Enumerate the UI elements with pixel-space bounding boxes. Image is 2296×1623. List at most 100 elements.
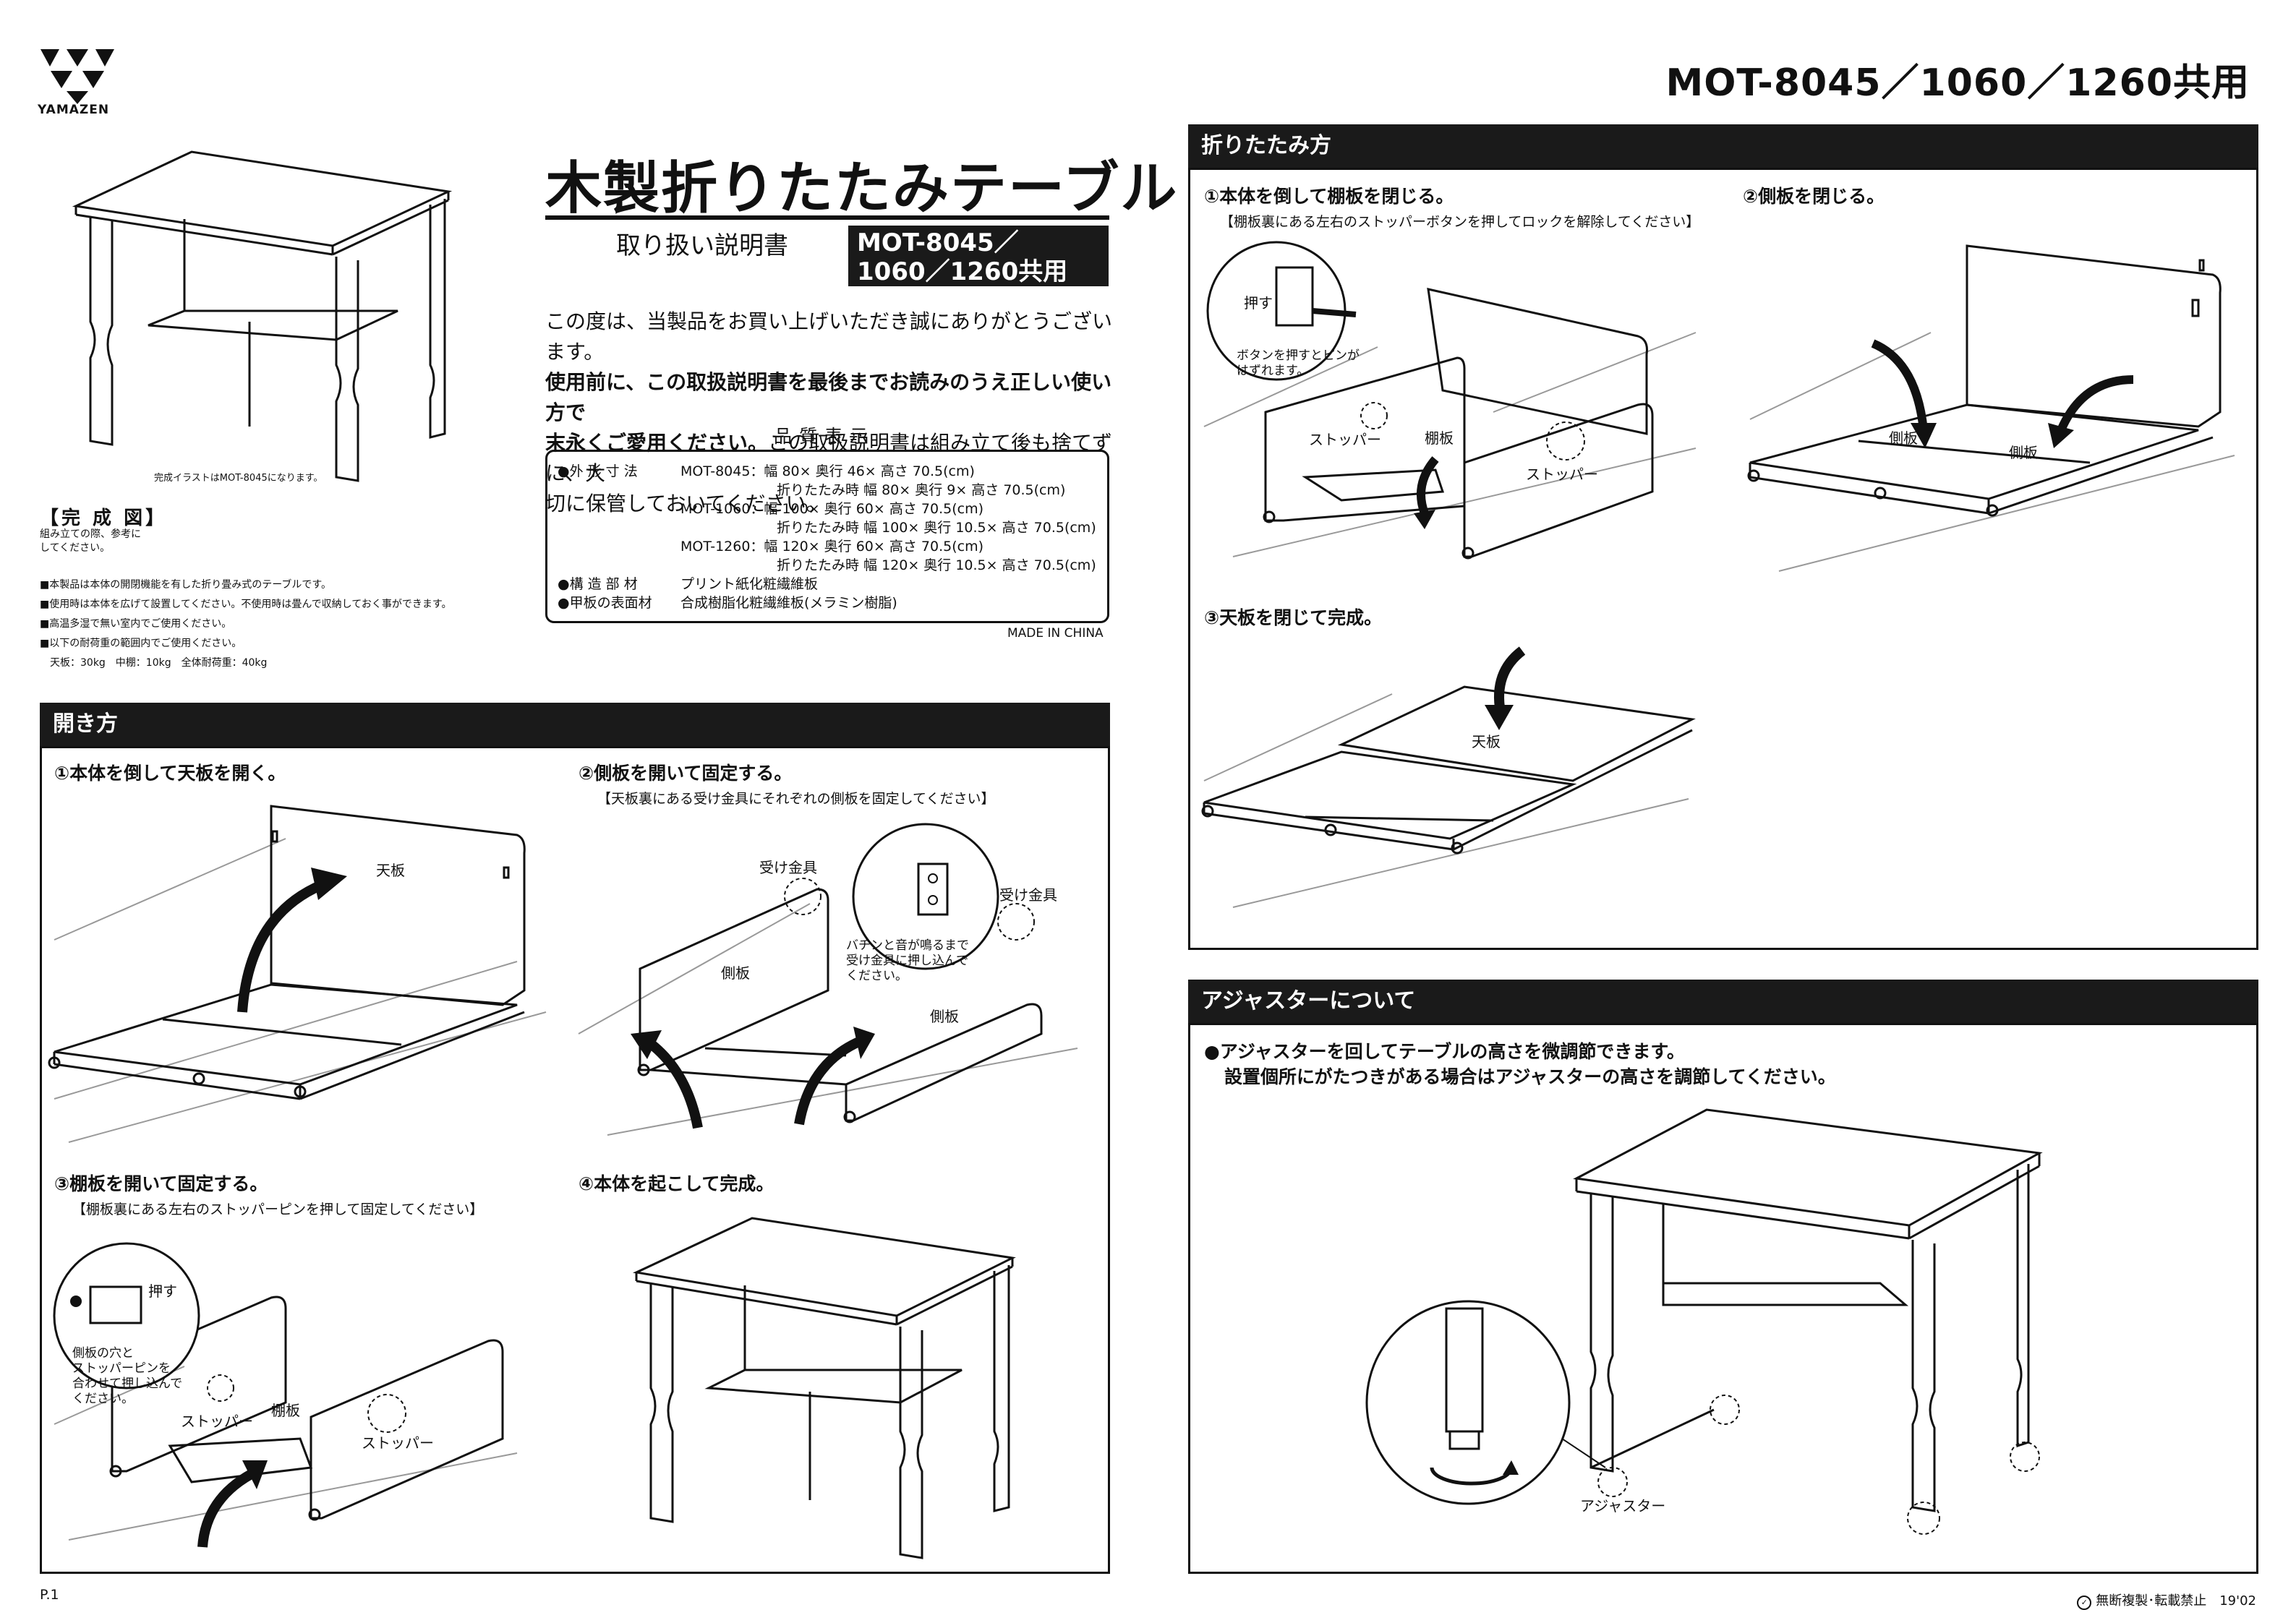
callout-line: 受け金具に押し込んで — [846, 954, 969, 968]
folding-step3-title: ③天板を閉じて完成。 — [1204, 607, 1383, 628]
callout-line: ください。 — [72, 1392, 134, 1406]
quality-value: 折りたたみ時 幅 80× 奥行 9× 高さ 70.5(cm) — [680, 482, 1066, 498]
opening-step4-title: ④本体を起こして完成。 — [579, 1173, 774, 1194]
adjuster-illustration — [1365, 1108, 2043, 1535]
callout-line: ください。 — [846, 969, 908, 983]
quality-row: ●外 形 寸 法 MOT-8045：幅 80× 奥行 46× 高さ 70.5(cm… — [558, 462, 1097, 481]
opening-step2-callout: バチンと音が鳴るまで 受け金具に押し込んで ください。 — [846, 938, 969, 984]
quality-value: 合成樹脂化粧繊維板(メラミン樹脂) — [680, 595, 897, 611]
quality-label: ●構 造 部 材 — [558, 576, 638, 592]
quality-box: ●外 形 寸 法 MOT-8045：幅 80× 奥行 46× 高さ 70.5(cm… — [545, 450, 1109, 623]
quality-label — [558, 518, 680, 537]
label-stopper-left: ストッパー — [181, 1413, 253, 1430]
section-folding-header: 折りたたみ方 — [1188, 124, 2258, 168]
quality-row: ●甲板の表面材 合成樹脂化粧繊維板(メラミン樹脂) — [558, 594, 1097, 612]
opening-step1-title: ①本体を倒して天板を開く。 — [54, 763, 286, 784]
adjuster-line1: ●アジャスターを回してテーブルの高さを微調節できます。 — [1204, 1041, 1685, 1062]
completed-table-illustration — [72, 150, 453, 482]
callout-line: はずれます。 — [1237, 364, 1310, 378]
section-adjuster-frame — [1188, 1023, 2258, 1574]
model-line: 1060／1260共用 — [857, 257, 1068, 286]
quality-row: 折りたたみ時 幅 120× 奥行 10.5× 高さ 70.5(cm) — [558, 556, 1097, 575]
title-rule — [545, 215, 1109, 220]
made-in: MADE IN CHINA — [1007, 626, 1104, 641]
quality-label — [558, 537, 680, 556]
folding-step1-title: ①本体を倒して棚板を閉じる。 — [1204, 186, 1454, 207]
quality-value: 折りたたみ時 幅 120× 奥行 10.5× 高さ 70.5(cm) — [680, 557, 1096, 573]
quality-row: 折りたたみ時 幅 100× 奥行 10.5× 高さ 70.5(cm) — [558, 518, 1097, 537]
folding-step1-sub: 【棚板裏にある左右のストッパーボタンを押してロックを解除してください】 — [1220, 214, 1700, 230]
usage-note: ■高温多湿で無い室内でご使用ください。 — [40, 618, 232, 630]
label-bracket-left: 受け金具 — [759, 859, 817, 876]
opening-step3-title: ③棚板を開いて固定する。 — [54, 1173, 268, 1194]
quality-value: プリント紙化粧繊維板 — [680, 576, 819, 592]
model-heading: MOT-8045／1060／1260共用 — [1665, 61, 2250, 105]
opening-step1-illustration — [48, 805, 547, 1143]
folding-step1-illustration — [1203, 241, 1697, 560]
usage-note: ■以下の耐荷重の範囲内でご使用ください。 — [40, 638, 242, 649]
label-shelf-fold: 棚板 — [1425, 429, 1454, 447]
folding-step2-illustration — [1747, 244, 2235, 572]
label-bracket-right: 受け金具 — [999, 886, 1057, 904]
callout-line: ボタンを押すとピンが — [1237, 348, 1360, 363]
opening-step3-sub: 【棚板裏にある左右のストッパーピンを押して固定してください】 — [72, 1202, 484, 1217]
intro-line: 切に保管しておいてください。 — [545, 492, 827, 515]
quality-label: ●甲板の表面材 — [558, 595, 652, 611]
quality-label — [558, 556, 680, 575]
adjuster-line2: 設置個所にがたつきがある場合はアジャスターの高さを調節してください。 — [1224, 1066, 1836, 1087]
folding-step2-title: ②側板を閉じる。 — [1743, 186, 1885, 207]
product-title: 木製折りたたみテーブル — [545, 156, 1179, 221]
quality-value: MOT-1060：幅 100× 奥行 60× 高さ 70.5(cm) — [680, 501, 983, 517]
quality-value: MOT-1260：幅 120× 奥行 60× 高さ 70.5(cm) — [680, 539, 983, 554]
yamazen-logo — [40, 49, 114, 104]
label-push-fold: 押す — [1244, 294, 1273, 312]
opening-step4-illustration — [632, 1217, 1016, 1559]
callout-line: 側板の穴と — [72, 1346, 134, 1361]
manual-label: 取り扱い説明書 — [616, 231, 788, 260]
usage-note: ■使用時は本体を広げて設置してください。不使用時は畳んで収納しておく事ができます… — [40, 599, 452, 610]
quality-row: MOT-1060：幅 100× 奥行 60× 高さ 70.5(cm) — [558, 500, 1097, 518]
brand-name: YAMAZEN — [38, 103, 110, 117]
usage-notes: ■本製品は本体の開閉機能を有した折り畳み式のテーブルです。 ■使用時は本体を広げ… — [40, 575, 451, 673]
copyright-text: 無断複製･転載禁止 19'02 — [2096, 1593, 2256, 1609]
quality-label: ●外 形 寸 法 — [558, 463, 638, 479]
folding-step3-illustration — [1201, 646, 1696, 908]
quality-label — [558, 500, 680, 518]
label-side-left: 側板 — [721, 964, 750, 982]
section-folding-frame — [1188, 168, 2258, 950]
model-box: MOT-8045／ 1060／1260共用 — [848, 226, 1109, 286]
quality-title: 品質表示 — [774, 426, 876, 447]
label-side-fold-left: 側板 — [1889, 429, 1918, 447]
label-top-panel: 天板 — [376, 862, 405, 879]
quality-row: ●構 造 部 材 プリント紙化粧繊維板 — [558, 575, 1097, 594]
opening-step3-illustration — [53, 1242, 518, 1548]
section-opening-header: 開き方 — [40, 703, 1110, 746]
opening-step3-callout: 側板の穴と ストッパーピンを 合わせて押し込んで ください。 — [72, 1346, 182, 1407]
page-number: P.1 — [40, 1587, 59, 1603]
quality-row: MOT-1260：幅 120× 奥行 60× 高さ 70.5(cm) — [558, 537, 1097, 556]
quality-label — [558, 481, 680, 500]
section-adjuster-header: アジャスターについて — [1188, 980, 2258, 1023]
folding-step1-callout: ボタンを押すとピンが はずれます。 — [1237, 348, 1360, 379]
quality-row: 折りたたみ時 幅 80× 奥行 9× 高さ 70.5(cm) — [558, 481, 1097, 500]
label-side-fold-right: 側板 — [2009, 444, 2038, 461]
complete-note-line: 組み立ての際、参考に — [40, 528, 141, 540]
figure-caption: 完成イラストはMOT-8045になります。 — [154, 473, 323, 484]
quality-value: 折りたたみ時 幅 100× 奥行 10.5× 高さ 70.5(cm) — [680, 520, 1096, 536]
model-line: MOT-8045／ — [857, 228, 1019, 257]
callout-line: 合わせて押し込んで — [72, 1376, 183, 1391]
copyright-icon: ✓ — [2077, 1596, 2092, 1610]
usage-note: ■本製品は本体の開閉機能を有した折り畳み式のテーブルです。 — [40, 579, 331, 591]
label-top-fold: 天板 — [1472, 733, 1501, 750]
complete-title: 【完 成 図】 — [40, 508, 168, 529]
label-side-right: 側板 — [930, 1008, 959, 1025]
opening-step2-title: ②側板を開いて固定する。 — [579, 763, 793, 784]
label-push: 押す — [148, 1282, 177, 1300]
copyright-notice: ✓ 無断複製･転載禁止 19'02 — [2077, 1590, 2256, 1610]
callout-line: ストッパーピンを — [72, 1361, 171, 1376]
quality-value: MOT-8045：幅 80× 奥行 46× 高さ 70.5(cm) — [680, 463, 975, 479]
usage-note: 天板：30kg 中棚：10kg 全体耐荷重：40kg — [40, 657, 268, 669]
complete-note-line: してください。 — [40, 542, 111, 554]
complete-note: 組み立ての際、参考に してください。 — [40, 528, 141, 555]
label-shelf: 棚板 — [271, 1402, 300, 1419]
